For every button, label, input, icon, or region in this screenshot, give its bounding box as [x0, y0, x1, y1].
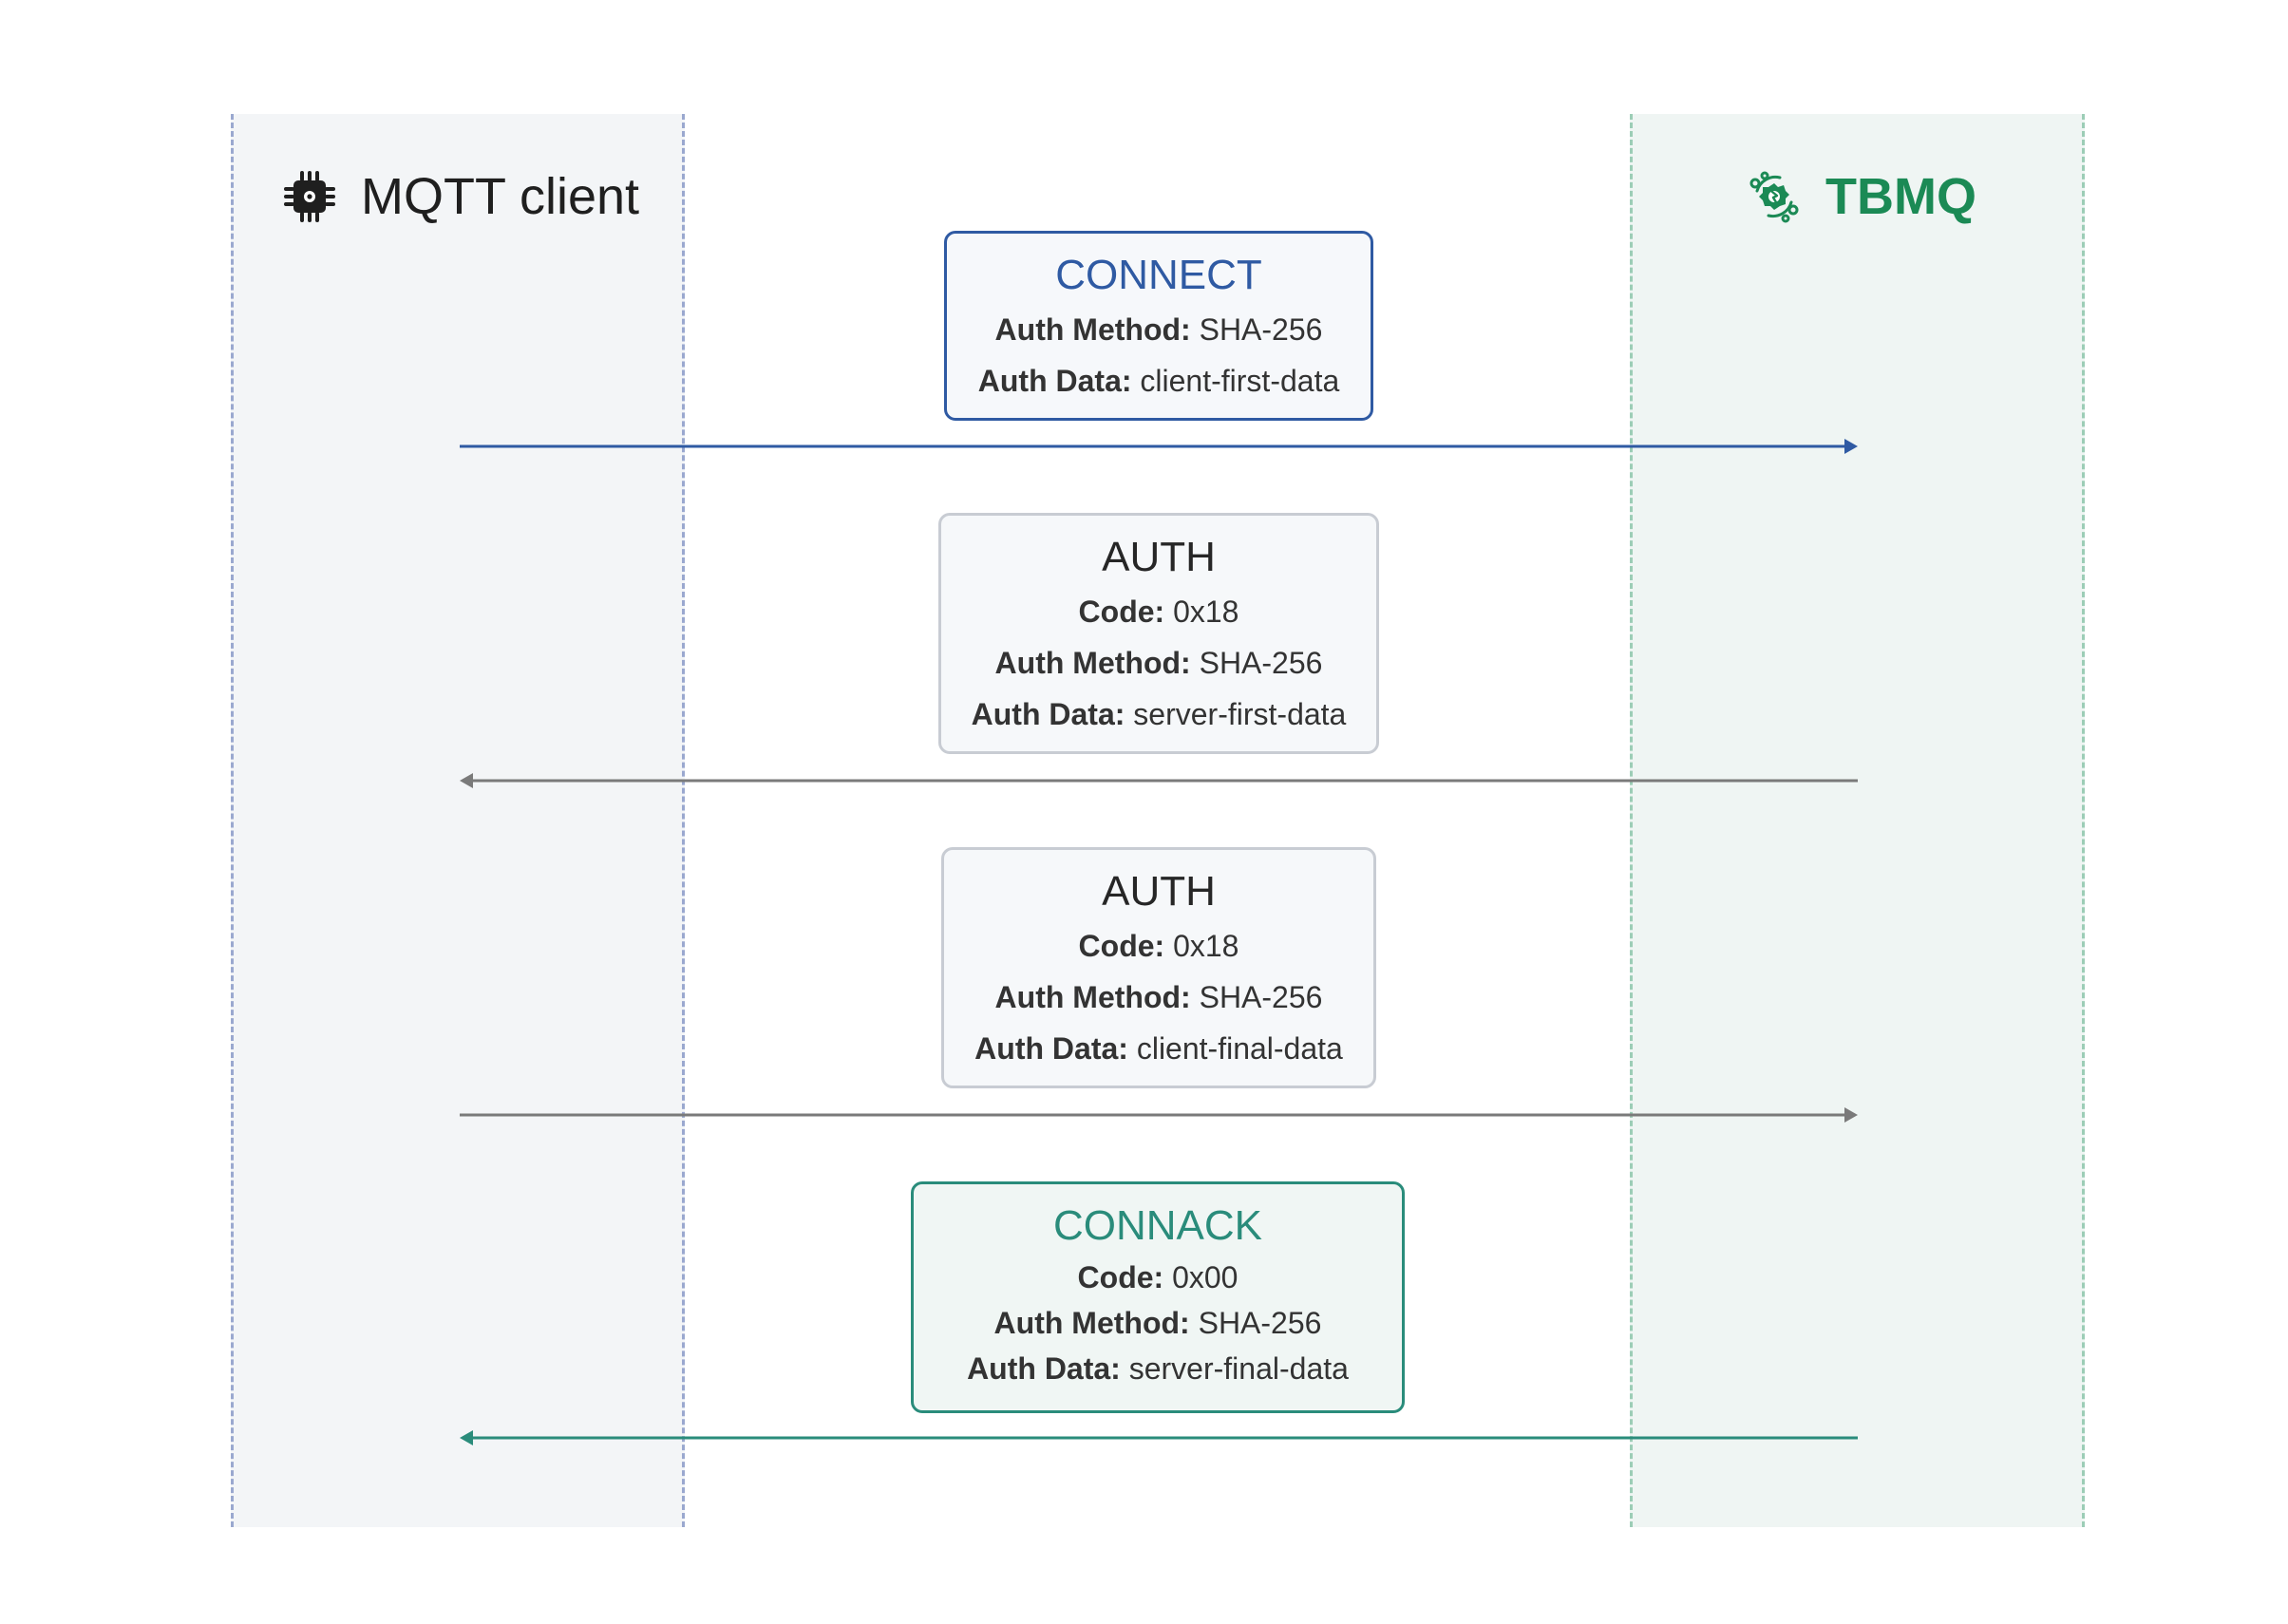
arrowhead-connect [1844, 439, 1858, 454]
field-value: SHA-256 [1199, 980, 1323, 1014]
arrowhead-auth-client [1844, 1107, 1858, 1123]
client-lane [231, 114, 685, 1527]
message-connect: CONNECT Auth Method: SHA-256 Auth Data: … [944, 231, 1373, 421]
message-field: Code: 0x00 [914, 1255, 1402, 1300]
field-value: server-final-data [1128, 1351, 1349, 1386]
message-auth-client-final: AUTH Code: 0x18 Auth Method: SHA-256 Aut… [941, 847, 1376, 1088]
message-field: Code: 0x18 [944, 920, 1373, 972]
field-value: server-first-data [1133, 697, 1347, 731]
message-field: Auth Data: server-first-data [941, 689, 1376, 740]
broker-lane [1630, 114, 2085, 1527]
field-key: Code: [1078, 595, 1165, 629]
message-title: AUTH [1102, 868, 1216, 915]
field-key: Auth Method: [994, 646, 1191, 680]
field-value: 0x18 [1173, 929, 1239, 963]
message-field: Auth Method: SHA-256 [944, 972, 1373, 1023]
field-value: client-first-data [1140, 364, 1340, 398]
field-key: Auth Data: [974, 1031, 1128, 1066]
field-key: Auth Data: [977, 364, 1132, 398]
field-key: Code: [1077, 1260, 1164, 1294]
field-value: SHA-256 [1199, 312, 1323, 347]
message-auth-server-first: AUTH Code: 0x18 Auth Method: SHA-256 Aut… [938, 513, 1379, 754]
field-key: Auth Data: [971, 697, 1125, 731]
message-connack: CONNACK Code: 0x00 Auth Method: SHA-256 … [911, 1181, 1405, 1413]
participant-client: MQTT client [281, 163, 639, 230]
arrowhead-auth-server [460, 773, 473, 788]
message-field: Auth Method: SHA-256 [941, 637, 1376, 689]
message-title: CONNACK [1052, 1202, 1263, 1249]
field-value: SHA-256 [1198, 1306, 1322, 1340]
participant-client-label: MQTT client [361, 168, 640, 225]
field-key: Code: [1078, 929, 1165, 963]
field-value: 0x18 [1173, 595, 1239, 629]
arrowhead-connack [460, 1430, 473, 1445]
field-key: Auth Method: [993, 1306, 1190, 1340]
field-value: client-final-data [1136, 1031, 1343, 1066]
message-field: Auth Method: SHA-256 [914, 1300, 1402, 1346]
message-field: Auth Data: server-final-data [914, 1346, 1402, 1391]
field-value: SHA-256 [1199, 646, 1323, 680]
participant-broker: TBMQ [1746, 163, 1976, 230]
chip-icon [281, 168, 338, 225]
message-field: Auth Data: client-final-data [944, 1023, 1373, 1074]
field-key: Auth Method: [994, 980, 1191, 1014]
message-title: AUTH [1102, 534, 1216, 580]
message-field: Code: 0x18 [941, 586, 1376, 637]
field-value: 0x00 [1172, 1260, 1239, 1294]
participant-broker-label: TBMQ [1825, 168, 1976, 225]
field-key: Auth Data: [967, 1351, 1121, 1386]
field-key: Auth Method: [994, 312, 1191, 347]
message-title: CONNECT [1055, 252, 1262, 298]
message-field: Auth Method: SHA-256 [947, 304, 1371, 355]
tbmq-logo-icon [1746, 168, 1803, 225]
message-field: Auth Data: client-first-data [947, 355, 1371, 406]
